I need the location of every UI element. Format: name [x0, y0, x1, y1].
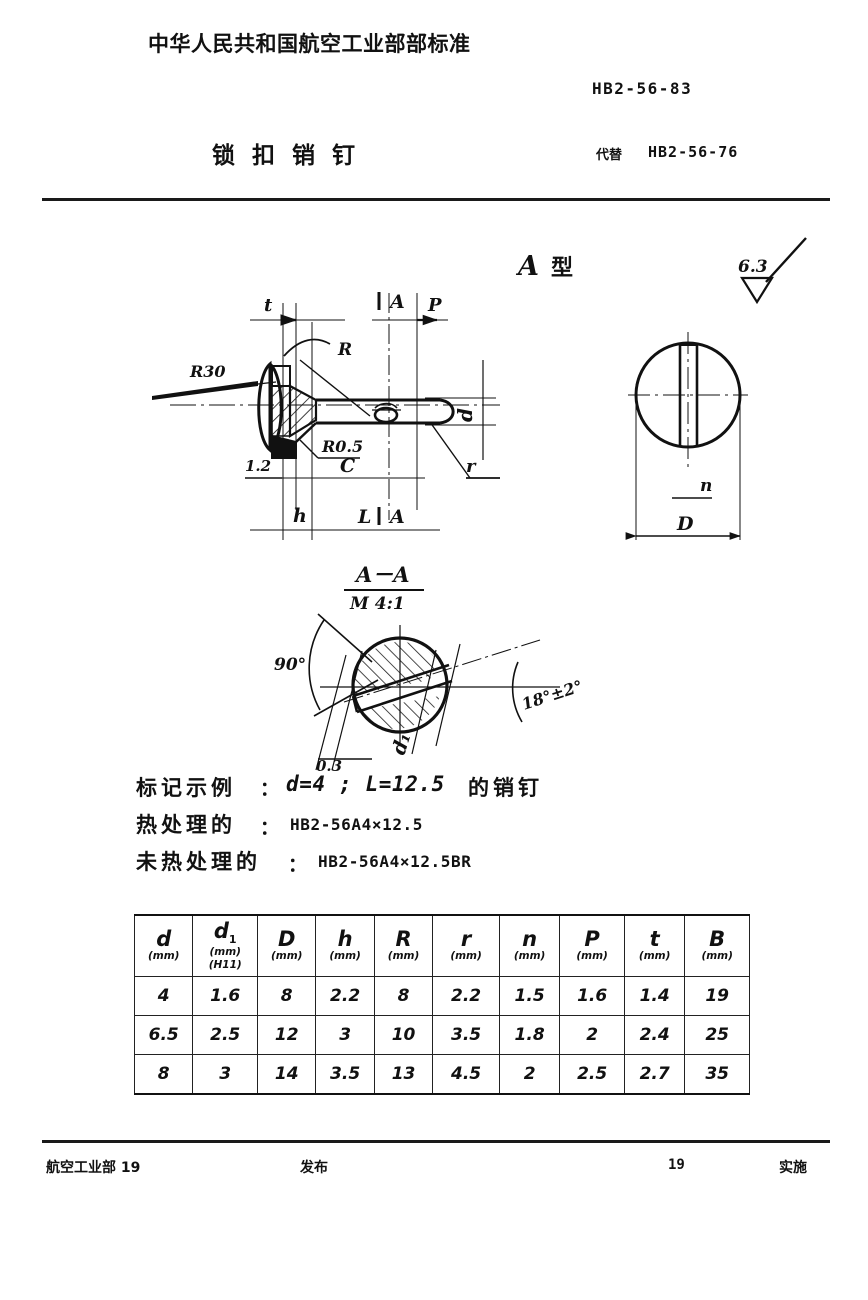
- table-cell: 35: [684, 1054, 750, 1095]
- table-cell: 3: [315, 1015, 375, 1055]
- label-D: D: [676, 513, 694, 535]
- table-col-header-h: h(mm): [315, 914, 375, 977]
- table-cell: 2.5: [192, 1015, 258, 1055]
- table-cell: 1.6: [559, 976, 625, 1016]
- footer-year: 19: [668, 1157, 685, 1173]
- table-cell: 1.6: [192, 976, 258, 1016]
- section-mark-bottom: A: [388, 506, 405, 528]
- label-p: P: [427, 295, 442, 316]
- label-d1: d₁: [388, 730, 416, 757]
- label-r-fillet: r: [466, 456, 477, 477]
- section-mark-top: A: [388, 291, 405, 313]
- table-cell: 3.5: [432, 1015, 500, 1055]
- table-cell: 2.5: [559, 1054, 625, 1095]
- table-col-header-d: D(mm): [256, 914, 317, 977]
- note-label: 标记示例: [136, 776, 236, 800]
- label-1-2: 1.2: [245, 457, 271, 475]
- note-value: HB2-56A4×12.5: [290, 815, 424, 834]
- label-90deg: 90°: [274, 655, 306, 675]
- ministry-heading: 中华人民共和国航空工业部部标准: [148, 32, 471, 56]
- label-r30: R30: [189, 362, 226, 381]
- table-cell: 25: [684, 1015, 750, 1055]
- table-col-header-r: r(mm): [432, 914, 500, 977]
- header-divider: [42, 198, 830, 201]
- table-col-header-d1: d1(mm)(H11): [192, 914, 258, 977]
- label-r-head: R: [337, 340, 352, 360]
- table-col-header-p: P(mm): [559, 914, 625, 977]
- table-cell: 8: [133, 1054, 194, 1095]
- table-cell: 13: [373, 1054, 434, 1095]
- table-cell: 12: [256, 1015, 317, 1055]
- note-colon: ：: [260, 818, 280, 839]
- label-c: C: [340, 455, 355, 477]
- table-cell: 2: [498, 1054, 561, 1095]
- note-tail: 的销钉: [468, 776, 543, 800]
- footer-divider: [42, 1140, 830, 1143]
- label-r05: R0.5: [321, 437, 363, 456]
- table-col-header-r: R(mm): [373, 914, 434, 977]
- section-scale: M 4:1: [349, 594, 405, 614]
- table-col-header-d: d(mm): [133, 914, 194, 977]
- table-cell: 14: [256, 1054, 317, 1095]
- label-d: d: [453, 408, 477, 422]
- table-cell: 1.5: [498, 976, 561, 1016]
- footer-effect: 实施: [779, 1160, 807, 1176]
- table-header-row: d(mm)d1(mm)(H11)D(mm)h(mm)R(mm)r(mm)n(mm…: [133, 914, 750, 977]
- svg-text:6.3: 6.3: [738, 257, 768, 277]
- table-cell: 1.4: [623, 976, 686, 1016]
- table-cell: 4: [133, 976, 194, 1016]
- table-col-header-n: n(mm): [498, 914, 561, 977]
- table-cell: 2.7: [623, 1054, 686, 1095]
- label-t: t: [264, 295, 273, 316]
- technical-drawing: A 型 6.3: [0, 210, 868, 890]
- label-18deg: 18°±2°: [519, 676, 585, 713]
- table-cell: 6.5: [133, 1015, 194, 1055]
- table-cell: 2.2: [315, 976, 375, 1016]
- label-h: h: [293, 505, 307, 527]
- svg-text:A: A: [515, 251, 539, 282]
- table-cell: 2: [559, 1015, 625, 1055]
- note-value: d=4 ; L=12.5: [286, 772, 445, 796]
- replaces-label: 代替: [596, 148, 623, 163]
- label-03: 0.3: [316, 757, 342, 775]
- label-n: n: [700, 476, 712, 496]
- footer-issuer: 航空工业部 19: [46, 1160, 141, 1176]
- svg-text:型: 型: [551, 256, 573, 281]
- note-colon: ：: [260, 779, 280, 800]
- table-col-header-t: t(mm): [623, 914, 686, 977]
- table-cell: 2.2: [432, 976, 500, 1016]
- footer-publish: 发布: [300, 1160, 328, 1176]
- table-cell: 1.8: [498, 1015, 561, 1055]
- note-row: 标记示例 ： d=4 ; L=12.5 的销钉: [136, 772, 736, 809]
- note-colon: ：: [288, 855, 308, 876]
- note-row: 未热处理的 ： HB2-56A4×12.5BR: [136, 846, 736, 883]
- note-label: 未热处理的: [136, 850, 261, 874]
- table-cell: 4.5: [432, 1054, 500, 1095]
- table-cell: 10: [373, 1015, 434, 1055]
- table-cell: 8: [256, 976, 317, 1016]
- section-title: A－A: [354, 562, 410, 587]
- label-l: L: [357, 506, 371, 528]
- page-title: 锁扣销钉: [212, 143, 372, 169]
- table-col-header-b: B(mm): [684, 914, 750, 977]
- note-value: HB2-56A4×12.5BR: [318, 852, 472, 871]
- table-cell: 3.5: [315, 1054, 375, 1095]
- parameter-table: d(mm)d1(mm)(H11)D(mm)h(mm)R(mm)r(mm)n(mm…: [133, 914, 750, 1095]
- table-cell: 8: [373, 976, 434, 1016]
- replaces-code: HB2-56-76: [648, 143, 739, 161]
- table-cell: 3: [192, 1054, 258, 1095]
- note-row: 热处理的 ： HB2-56A4×12.5: [136, 809, 736, 846]
- table-cell: 19: [684, 976, 750, 1016]
- marking-examples: 标记示例 ： d=4 ; L=12.5 的销钉 热处理的 ： HB2-56A4×…: [136, 772, 736, 883]
- standard-code: HB2-56-83: [592, 79, 693, 98]
- note-label: 热处理的: [136, 813, 236, 837]
- table-cell: 2.4: [623, 1015, 686, 1055]
